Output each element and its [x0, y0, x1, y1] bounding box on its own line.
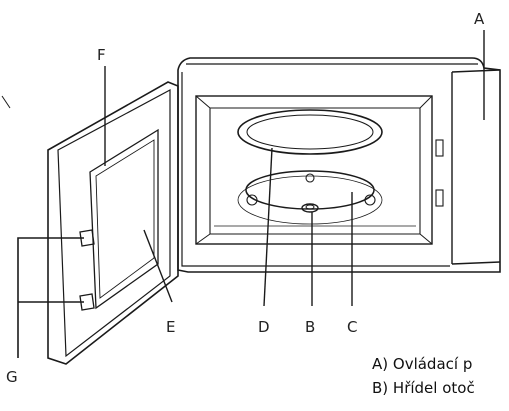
label-b: B — [305, 318, 315, 336]
label-d: D — [258, 318, 270, 336]
leader-lines — [1, 30, 485, 358]
label-c: C — [347, 318, 357, 336]
label-a: A — [474, 10, 485, 28]
door — [47, 81, 179, 365]
label-g: G — [6, 368, 18, 386]
legend-item-b: B) Hřídel otoč — [372, 379, 475, 397]
legend-item-a: A) Ovládací p — [372, 355, 473, 373]
label-f: F — [97, 46, 106, 64]
turntable-assembly — [237, 109, 383, 225]
oven-body — [177, 57, 501, 273]
label-e: E — [166, 318, 175, 336]
